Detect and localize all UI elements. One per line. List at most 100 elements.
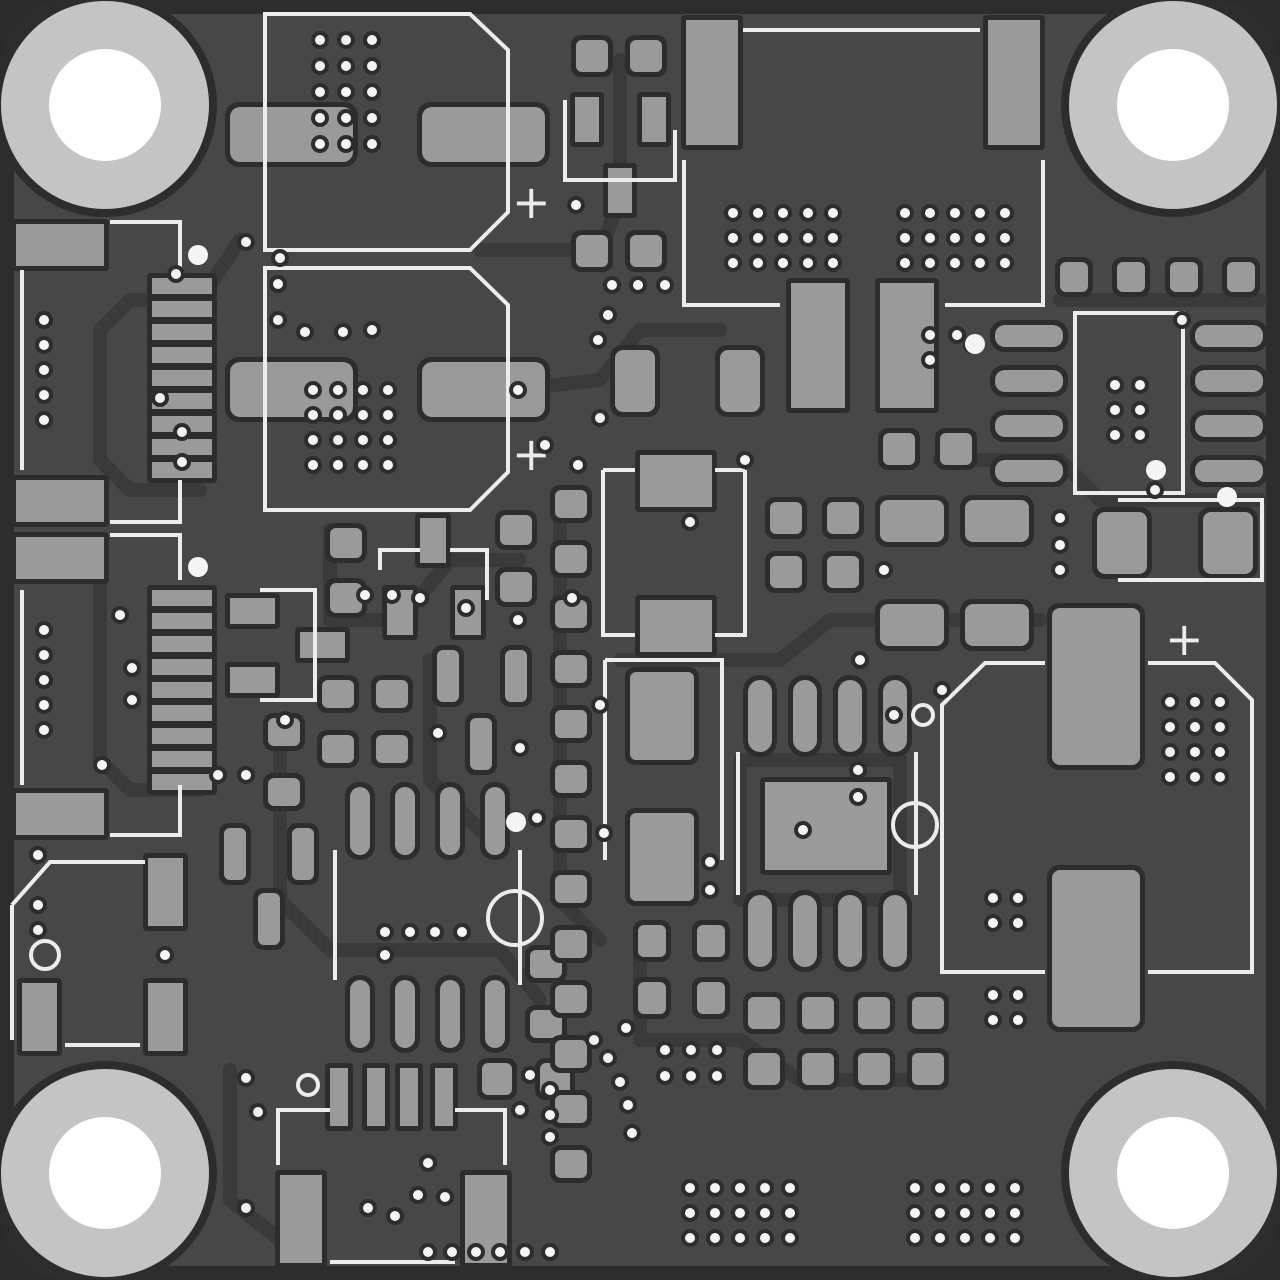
- smd-pad: [555, 1095, 587, 1123]
- via: [241, 237, 251, 247]
- via: [988, 1015, 998, 1025]
- via: [1190, 722, 1200, 732]
- smd-pad: [748, 997, 780, 1029]
- via: [358, 410, 368, 420]
- smd-pad: [802, 997, 834, 1029]
- via: [712, 1045, 722, 1055]
- smd-pad: [1170, 262, 1198, 292]
- via: [950, 233, 960, 243]
- via: [760, 1208, 770, 1218]
- via: [39, 415, 49, 425]
- via: [333, 460, 343, 470]
- via: [1110, 430, 1120, 440]
- via: [778, 258, 788, 268]
- via: [308, 435, 318, 445]
- smd-pad: [500, 572, 532, 602]
- smd-pad: [748, 895, 772, 967]
- via: [367, 87, 377, 97]
- via: [1215, 772, 1225, 782]
- via: [241, 1203, 251, 1213]
- smd-pad: [422, 362, 545, 417]
- via: [308, 460, 318, 470]
- via: [735, 1183, 745, 1193]
- via: [828, 258, 838, 268]
- via: [545, 1085, 555, 1095]
- via: [910, 1233, 920, 1243]
- smd-pad: [152, 370, 212, 386]
- via: [1110, 405, 1120, 415]
- via: [855, 655, 865, 665]
- mounting-hole: [49, 49, 161, 161]
- via: [213, 770, 223, 780]
- smd-pad: [152, 636, 212, 652]
- smd-pad: [230, 667, 275, 693]
- via: [457, 927, 467, 937]
- via: [798, 825, 808, 835]
- via: [1110, 380, 1120, 390]
- via: [433, 728, 443, 738]
- smd-pad: [686, 20, 738, 145]
- via: [785, 1208, 795, 1218]
- pin1-marker: [911, 703, 935, 727]
- via: [39, 390, 49, 400]
- smd-pad: [965, 500, 1029, 542]
- smd-pad: [152, 751, 212, 767]
- via: [950, 208, 960, 218]
- via: [367, 113, 377, 123]
- smd-pad: [16, 224, 104, 266]
- via: [515, 1105, 525, 1115]
- via: [1190, 697, 1200, 707]
- via: [621, 1023, 631, 1033]
- pin1-marker: [296, 1073, 320, 1097]
- via: [975, 208, 985, 218]
- via: [778, 233, 788, 243]
- via: [127, 663, 137, 673]
- smd-pad: [858, 1053, 890, 1085]
- via: [273, 279, 283, 289]
- via: [595, 700, 605, 710]
- smd-pad: [1097, 512, 1147, 574]
- smd-pad: [292, 828, 314, 880]
- mounting-hole: [1117, 49, 1229, 161]
- large-via: [188, 557, 208, 577]
- via: [39, 625, 49, 635]
- smd-pad: [470, 718, 492, 770]
- smd-pad: [152, 705, 212, 721]
- via: [728, 258, 738, 268]
- via: [710, 1183, 720, 1193]
- via: [241, 1073, 251, 1083]
- via: [853, 792, 863, 802]
- via: [660, 1071, 670, 1081]
- via: [1215, 747, 1225, 757]
- via: [853, 765, 863, 775]
- smd-pad: [555, 710, 587, 738]
- smd-pad: [485, 980, 505, 1048]
- small-outline-b: [378, 548, 489, 600]
- via: [900, 208, 910, 218]
- via: [1165, 697, 1175, 707]
- smd-pad: [152, 682, 212, 698]
- via: [753, 208, 763, 218]
- via: [627, 1128, 637, 1138]
- via: [603, 1053, 613, 1063]
- via: [753, 233, 763, 243]
- smd-pad: [838, 680, 862, 752]
- smd-pad: [280, 1175, 322, 1263]
- via: [308, 410, 318, 420]
- via: [177, 427, 187, 437]
- smd-pad: [791, 283, 845, 408]
- cap-outline-top: [263, 12, 510, 252]
- via: [935, 1183, 945, 1193]
- smd-pad: [912, 997, 944, 1029]
- via: [589, 1035, 599, 1045]
- via: [358, 385, 368, 395]
- via: [383, 435, 393, 445]
- via: [1215, 722, 1225, 732]
- via: [686, 1045, 696, 1055]
- smd-pad: [793, 680, 817, 752]
- via: [1010, 1208, 1020, 1218]
- via: [358, 460, 368, 470]
- smd-pad: [268, 778, 300, 806]
- via: [39, 725, 49, 735]
- smd-pad: [230, 107, 353, 162]
